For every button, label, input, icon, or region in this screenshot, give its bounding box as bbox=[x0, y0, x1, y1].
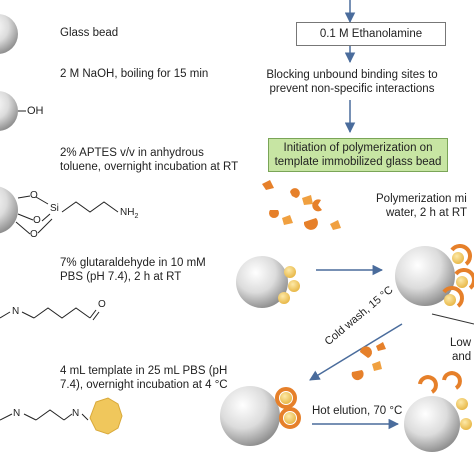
polymer-shell-3 bbox=[442, 286, 464, 308]
eluted-polymer-2 bbox=[442, 371, 462, 390]
eluted-polymer-1 bbox=[418, 375, 438, 394]
polymer-template-1 bbox=[452, 252, 464, 264]
eluted-bead bbox=[404, 396, 460, 452]
washed-shell-2 bbox=[279, 407, 301, 429]
polymer-shell-2 bbox=[454, 268, 474, 290]
eluted-template-2 bbox=[460, 418, 472, 430]
washed-template-2 bbox=[284, 412, 296, 424]
step-template-line2: 7.4), overnight incubation at 4 °C bbox=[60, 379, 228, 391]
polymerization-line1: Polymerization mi bbox=[376, 193, 467, 205]
washed-template-1 bbox=[280, 392, 292, 404]
chem-n-1: N bbox=[12, 306, 20, 317]
polymer-template-3 bbox=[444, 294, 456, 306]
step-aptes-line2: toluene, overnight incubation at RT bbox=[60, 161, 239, 173]
chem-o-1: O bbox=[30, 190, 38, 201]
washed-shell-1 bbox=[275, 387, 297, 409]
step-naoh: 2 M NaOH, boiling for 15 min bbox=[60, 68, 209, 80]
template-ball-2 bbox=[288, 280, 300, 292]
template-ball-3 bbox=[278, 292, 290, 304]
chem-o-3: O bbox=[30, 229, 38, 240]
ethanolamine-box: 0.1 M Ethanolamine bbox=[296, 22, 446, 46]
glass-bead-3 bbox=[0, 186, 18, 234]
step-glutaraldehyde-line2: PBS (pH 7.4), 2 h at RT bbox=[60, 271, 182, 283]
polymerized-bead bbox=[395, 246, 455, 306]
low-affinity-line1: Low bbox=[450, 337, 472, 349]
chem-o-2: O bbox=[33, 215, 41, 226]
chem-o-ald: O bbox=[98, 299, 106, 310]
monomer-cluster bbox=[262, 180, 341, 230]
low-affinity-line2: and bbox=[452, 351, 472, 363]
step-glass-bead: Glass bead bbox=[60, 27, 119, 39]
chem-nh-sub: 2 bbox=[134, 213, 139, 220]
template-bead-left bbox=[236, 256, 288, 308]
arrow-cold-wash bbox=[309, 323, 403, 381]
low-affinity-bracket bbox=[431, 313, 474, 325]
step-template-line1: 4 mL template in 25 mL PBS (pH bbox=[60, 365, 228, 377]
blocking-line1: Blocking unbound binding sites to bbox=[266, 69, 438, 81]
chem-n-3: N bbox=[72, 408, 80, 419]
initiation-box: Initiation of polymerization on template… bbox=[268, 138, 448, 172]
hot-elution-label: Hot elution, 70 °C bbox=[312, 405, 403, 417]
washed-particles bbox=[351, 342, 386, 381]
step-glutaraldehyde-line1: 7% glutaraldehyde in 10 mM bbox=[60, 257, 206, 269]
blocking-line2: prevent non-specific interactions bbox=[269, 83, 435, 95]
initiation-line2: template immobilized glass bead bbox=[274, 156, 442, 168]
glass-bead-1 bbox=[0, 14, 18, 54]
chem-n-2: N bbox=[13, 408, 21, 419]
polymerization-line2: water, 2 h at RT bbox=[386, 207, 467, 219]
polymer-template-2 bbox=[456, 276, 468, 288]
glass-bead-2 bbox=[0, 91, 18, 131]
aptes-structure bbox=[15, 195, 119, 235]
polymer-shell-1 bbox=[450, 244, 472, 266]
chem-oh: OH bbox=[27, 105, 44, 117]
glutaraldehyde-structure bbox=[0, 307, 100, 321]
washed-bead bbox=[220, 386, 280, 446]
ethanolamine-label: 0.1 M Ethanolamine bbox=[319, 28, 423, 40]
chem-nh: NH bbox=[120, 207, 135, 218]
eluted-template-1 bbox=[456, 398, 468, 410]
template-linker-structure bbox=[0, 409, 89, 421]
chem-si: Si bbox=[50, 203, 59, 214]
template-octagon bbox=[89, 397, 123, 435]
step-aptes-line1: 2% APTES v/v in anhydrous bbox=[60, 147, 204, 159]
template-ball-1 bbox=[284, 266, 296, 278]
chem-nh2: NH2 bbox=[120, 206, 138, 224]
initiation-line1: Initiation of polymerization on bbox=[283, 142, 433, 154]
